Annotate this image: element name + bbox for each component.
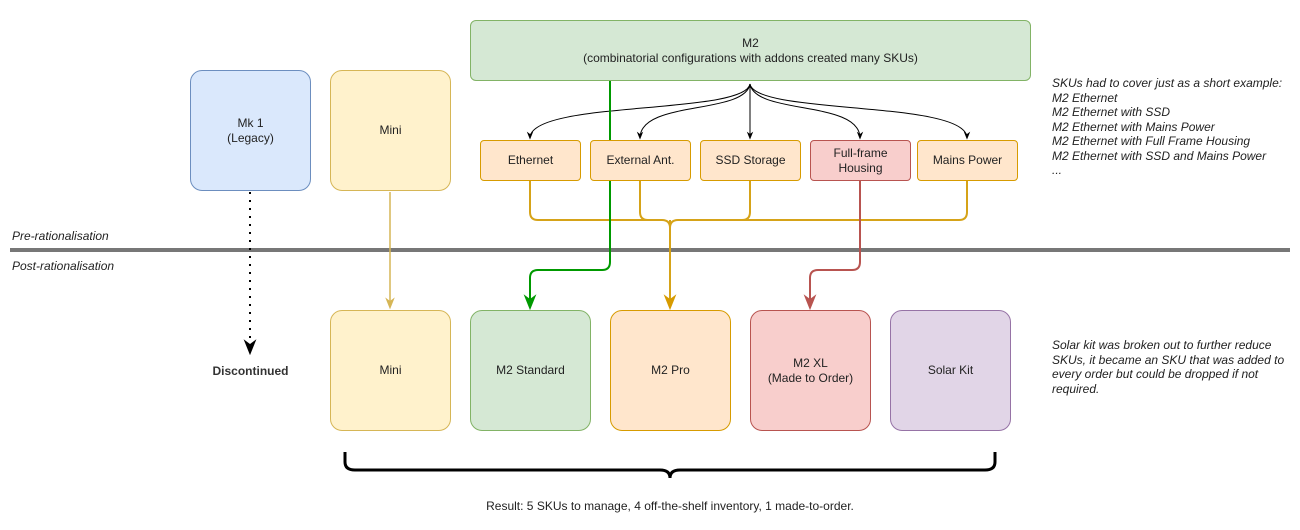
sku-note-line: M2 Ethernet with Mains Power xyxy=(1052,119,1215,134)
post-rationalisation-label: Post-rationalisation xyxy=(12,259,115,273)
mk1-legacy-box: Mk 1 (Legacy) xyxy=(190,70,311,191)
addon-full-frame-housing: Full-frame Housing xyxy=(810,140,911,181)
sku-note-line: M2 Ethernet xyxy=(1052,90,1118,105)
addon-ssd-storage: SSD Storage xyxy=(700,140,801,181)
solar-note: Solar kit was broken out to further redu… xyxy=(1052,338,1284,396)
xl-arrow xyxy=(803,181,861,311)
addon-external-ant-label: External Ant. xyxy=(606,153,675,167)
mini-after-label: Mini xyxy=(379,363,402,377)
solar-kit-label: Solar Kit xyxy=(927,363,974,377)
sku-note-line: M2 Ethernet with SSD xyxy=(1052,105,1171,119)
m2-xl-label: M2 XL (Made to Order) xyxy=(767,355,854,385)
mini-before-label: Mini xyxy=(379,123,402,137)
mini-before-box: Mini xyxy=(330,70,451,191)
m2-box: M2 (combinatorial configurations with ad… xyxy=(470,20,1031,81)
result-brace xyxy=(343,452,997,479)
addon-ethernet-label: Ethernet xyxy=(507,153,554,167)
pre-rationalisation-label: Pre-rationalisation xyxy=(12,229,109,243)
m2-pro-box: M2 Pro xyxy=(610,310,731,431)
m2-label: M2 (combinatorial configurations with ad… xyxy=(583,35,918,65)
addon-full-frame-housing-label: Full-frame Housing xyxy=(833,145,888,175)
addon-ssd-storage-label: SSD Storage xyxy=(715,153,786,167)
sku-note-line: M2 Ethernet with SSD and Mains Power xyxy=(1052,148,1267,163)
m2-standard-label: M2 Standard xyxy=(496,363,565,377)
sku-note-line: ... xyxy=(1052,163,1063,177)
solar-note-line: SKUs, it became an SKU that was added to xyxy=(1052,352,1285,367)
solar-kit-box: Solar Kit xyxy=(890,310,1011,431)
sku-note: SKUs had to cover just as a short exampl… xyxy=(1052,76,1282,178)
m2-pro-label: M2 Pro xyxy=(651,363,690,377)
solar-note-line: every order but could be dropped if not xyxy=(1052,367,1259,381)
sku-note-line: SKUs had to cover just as a short exampl… xyxy=(1052,76,1283,90)
mk1-label: Mk 1 (Legacy) xyxy=(227,115,274,145)
addon-ethernet: Ethernet xyxy=(480,140,581,181)
addons-to-pro-tree xyxy=(529,181,968,311)
solar-note-line: Solar kit was broken out to further redu… xyxy=(1052,338,1272,352)
m2-addon-arrows xyxy=(526,83,971,140)
addon-mains-power-label: Mains Power xyxy=(932,153,1003,167)
result-text: Result: 5 SKUs to manage, 4 off-the-shel… xyxy=(486,499,854,513)
addon-mains-power: Mains Power xyxy=(917,140,1018,181)
solar-note-line: required. xyxy=(1052,381,1100,396)
m2-standard-box: M2 Standard xyxy=(470,310,591,431)
m2-xl-box: M2 XL (Made to Order) xyxy=(750,310,871,431)
mini-after-box: Mini xyxy=(330,310,451,431)
m2-standard-arrow xyxy=(523,81,611,311)
discontinued-label: Discontinued xyxy=(212,364,289,378)
addon-external-ant: External Ant. xyxy=(590,140,691,181)
sku-note-line: M2 Ethernet with Full Frame Housing xyxy=(1052,134,1251,148)
